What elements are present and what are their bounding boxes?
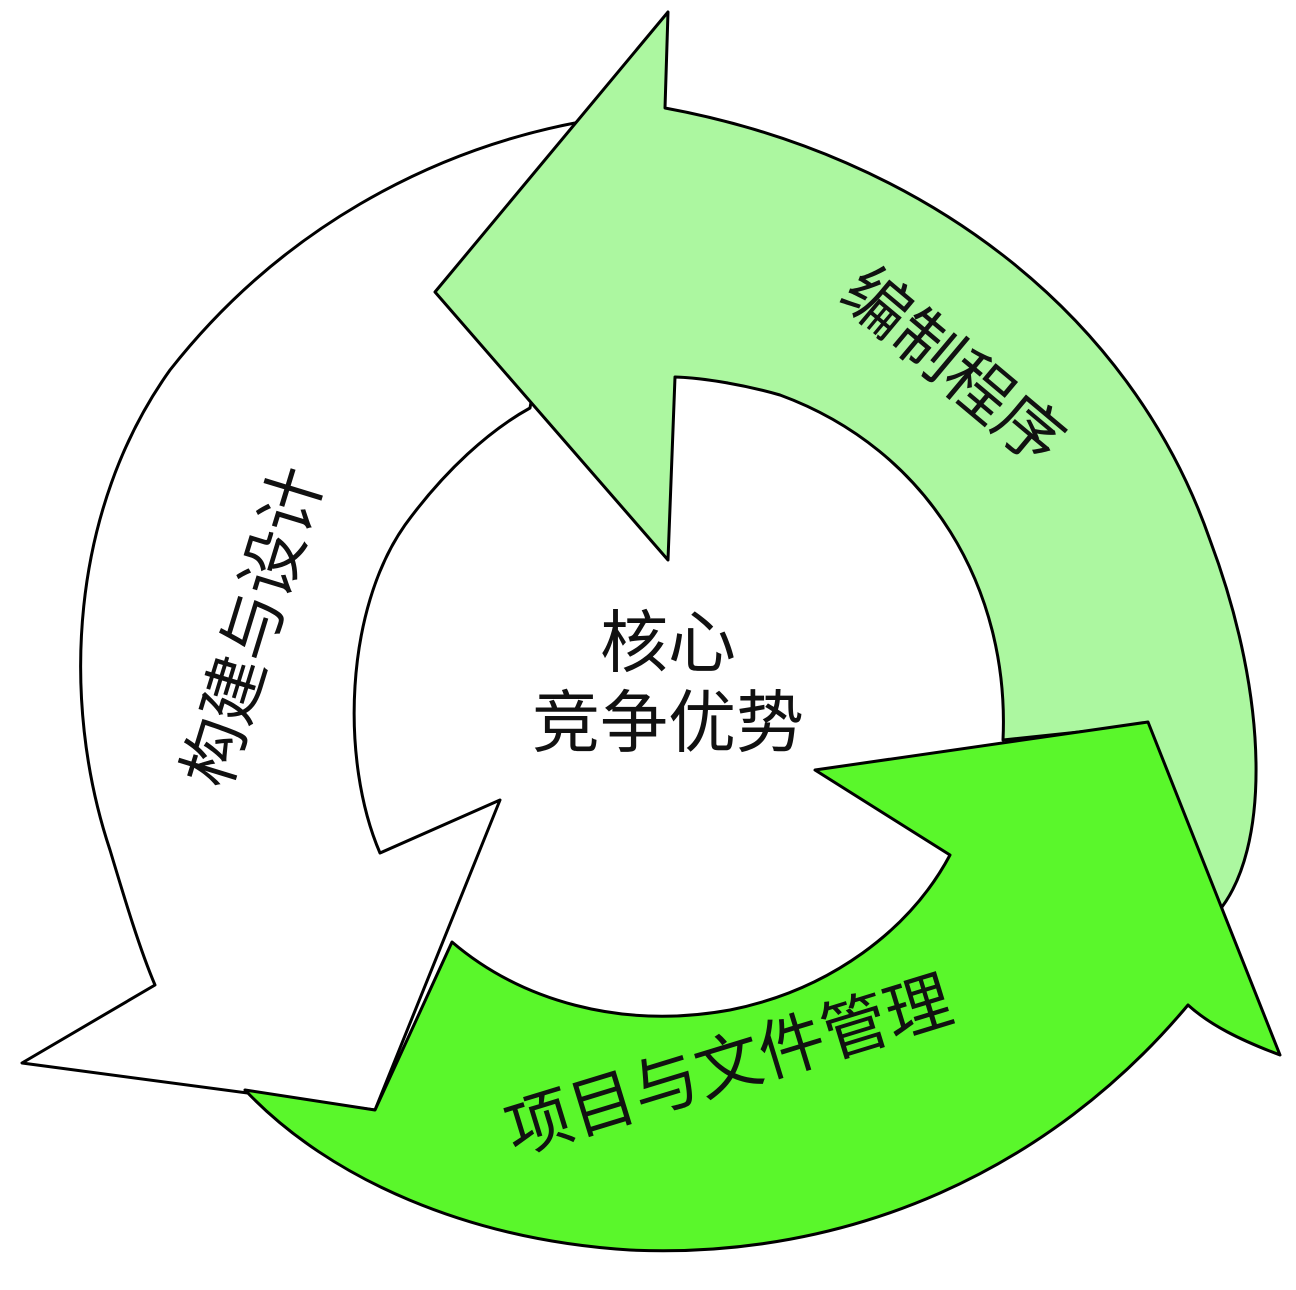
programming-arrow	[433, 10, 1258, 914]
build-design-arrow	[20, 120, 582, 1112]
center-title-line1: 核心	[600, 605, 736, 684]
project-file-management-arrow	[243, 720, 1282, 1253]
center-title-line2: 竞争优势	[532, 685, 804, 764]
